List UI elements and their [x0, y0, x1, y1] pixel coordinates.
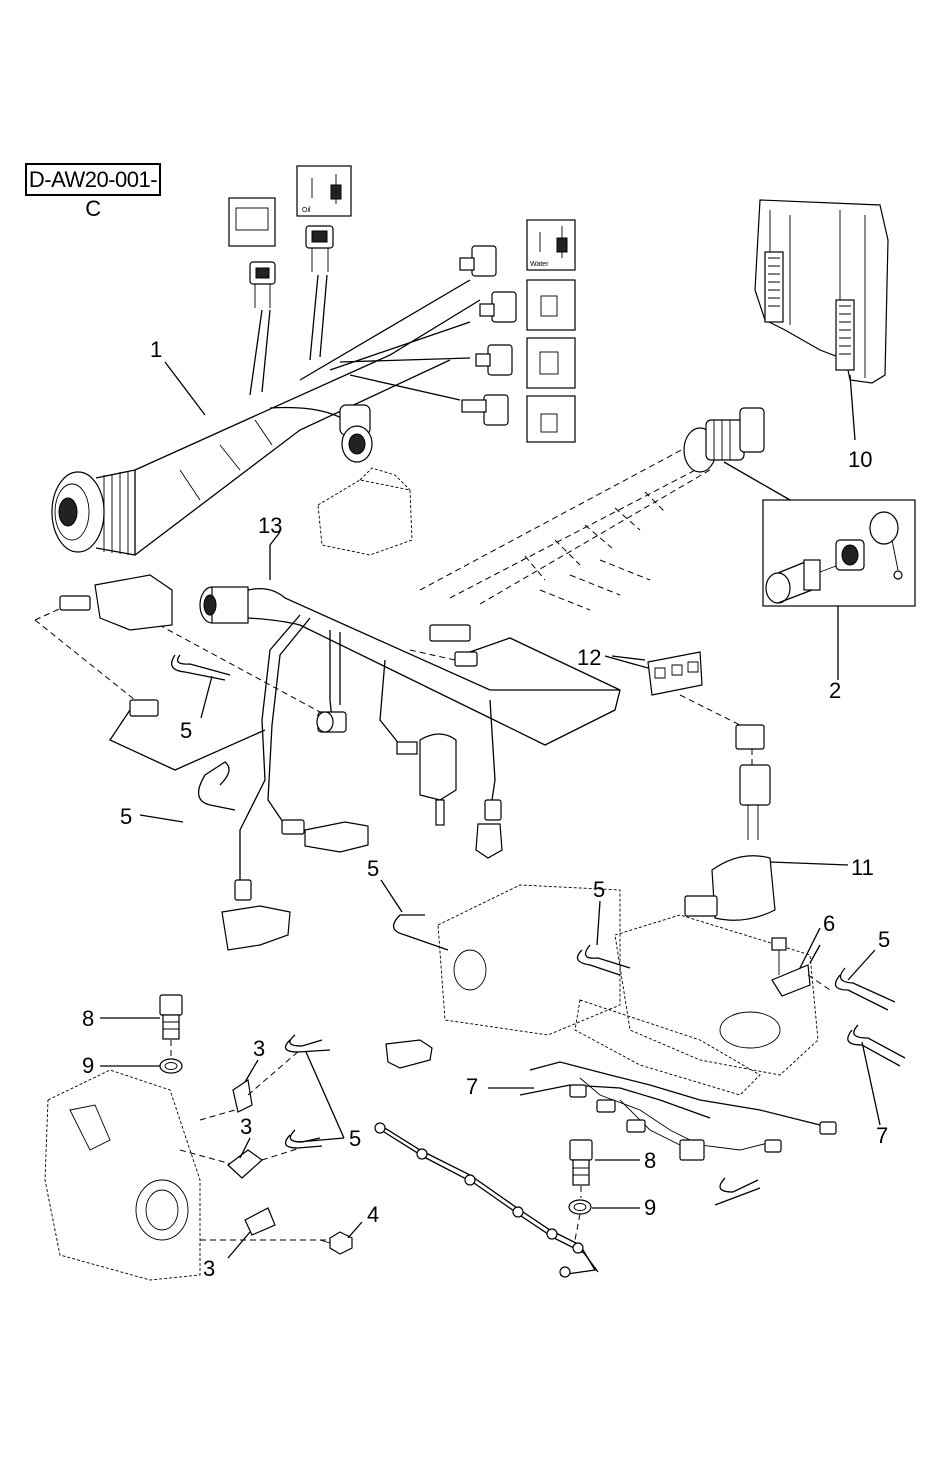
sensor-8-left: [160, 995, 182, 1073]
bolt-icon: [320, 1232, 352, 1254]
pipe-line: [375, 1123, 598, 1277]
actuator-11-12: [612, 652, 848, 920]
callout-7b: 7: [876, 1123, 888, 1148]
callout-5c: 5: [367, 856, 379, 881]
harness-7: [520, 1062, 836, 1160]
callout-5d: 5: [593, 877, 605, 902]
harness-connector-icon: [460, 246, 516, 425]
harness-2: [420, 408, 915, 680]
bracket-3-set: [228, 1050, 300, 1235]
engine-block: [45, 1070, 330, 1280]
callout-9a: 9: [82, 1053, 94, 1078]
callout-3b: 3: [240, 1114, 252, 1139]
transmission-housing: [438, 885, 818, 1095]
main-harness-1: Oil Water: [52, 166, 575, 555]
callout-11: 11: [851, 855, 874, 880]
callout-13: 13: [258, 513, 282, 538]
callout-7a: 7: [466, 1074, 478, 1099]
oil-inset-label: Oil: [302, 207, 311, 214]
callout-1: 1: [150, 337, 162, 362]
sensor-8-right: [569, 1140, 592, 1240]
callout-5b: 5: [120, 804, 132, 829]
callout-10: 10: [848, 447, 872, 472]
callout-8a: 8: [82, 1006, 94, 1031]
callout-9b: 9: [644, 1195, 656, 1220]
harness-13: [35, 532, 620, 950]
callout-8b: 8: [644, 1148, 656, 1173]
callout-2: 2: [829, 678, 841, 703]
callout-12: 12: [577, 645, 601, 670]
small-sensor: [386, 1040, 432, 1068]
callout-6: 6: [823, 911, 835, 936]
callout-5f: 5: [349, 1126, 361, 1151]
callout-5e: 5: [878, 927, 890, 952]
sensor-icon: [60, 575, 502, 950]
seal-ring-icon: [160, 1059, 182, 1073]
callout-3a: 3: [253, 1036, 265, 1061]
callout-5a: 5: [180, 718, 192, 743]
callout-4: 4: [367, 1202, 379, 1227]
water-inset-label: Water: [530, 261, 549, 268]
callout-3c: 3: [203, 1256, 215, 1281]
ecu-icon: [755, 200, 888, 440]
pump-ghost: [318, 468, 412, 555]
